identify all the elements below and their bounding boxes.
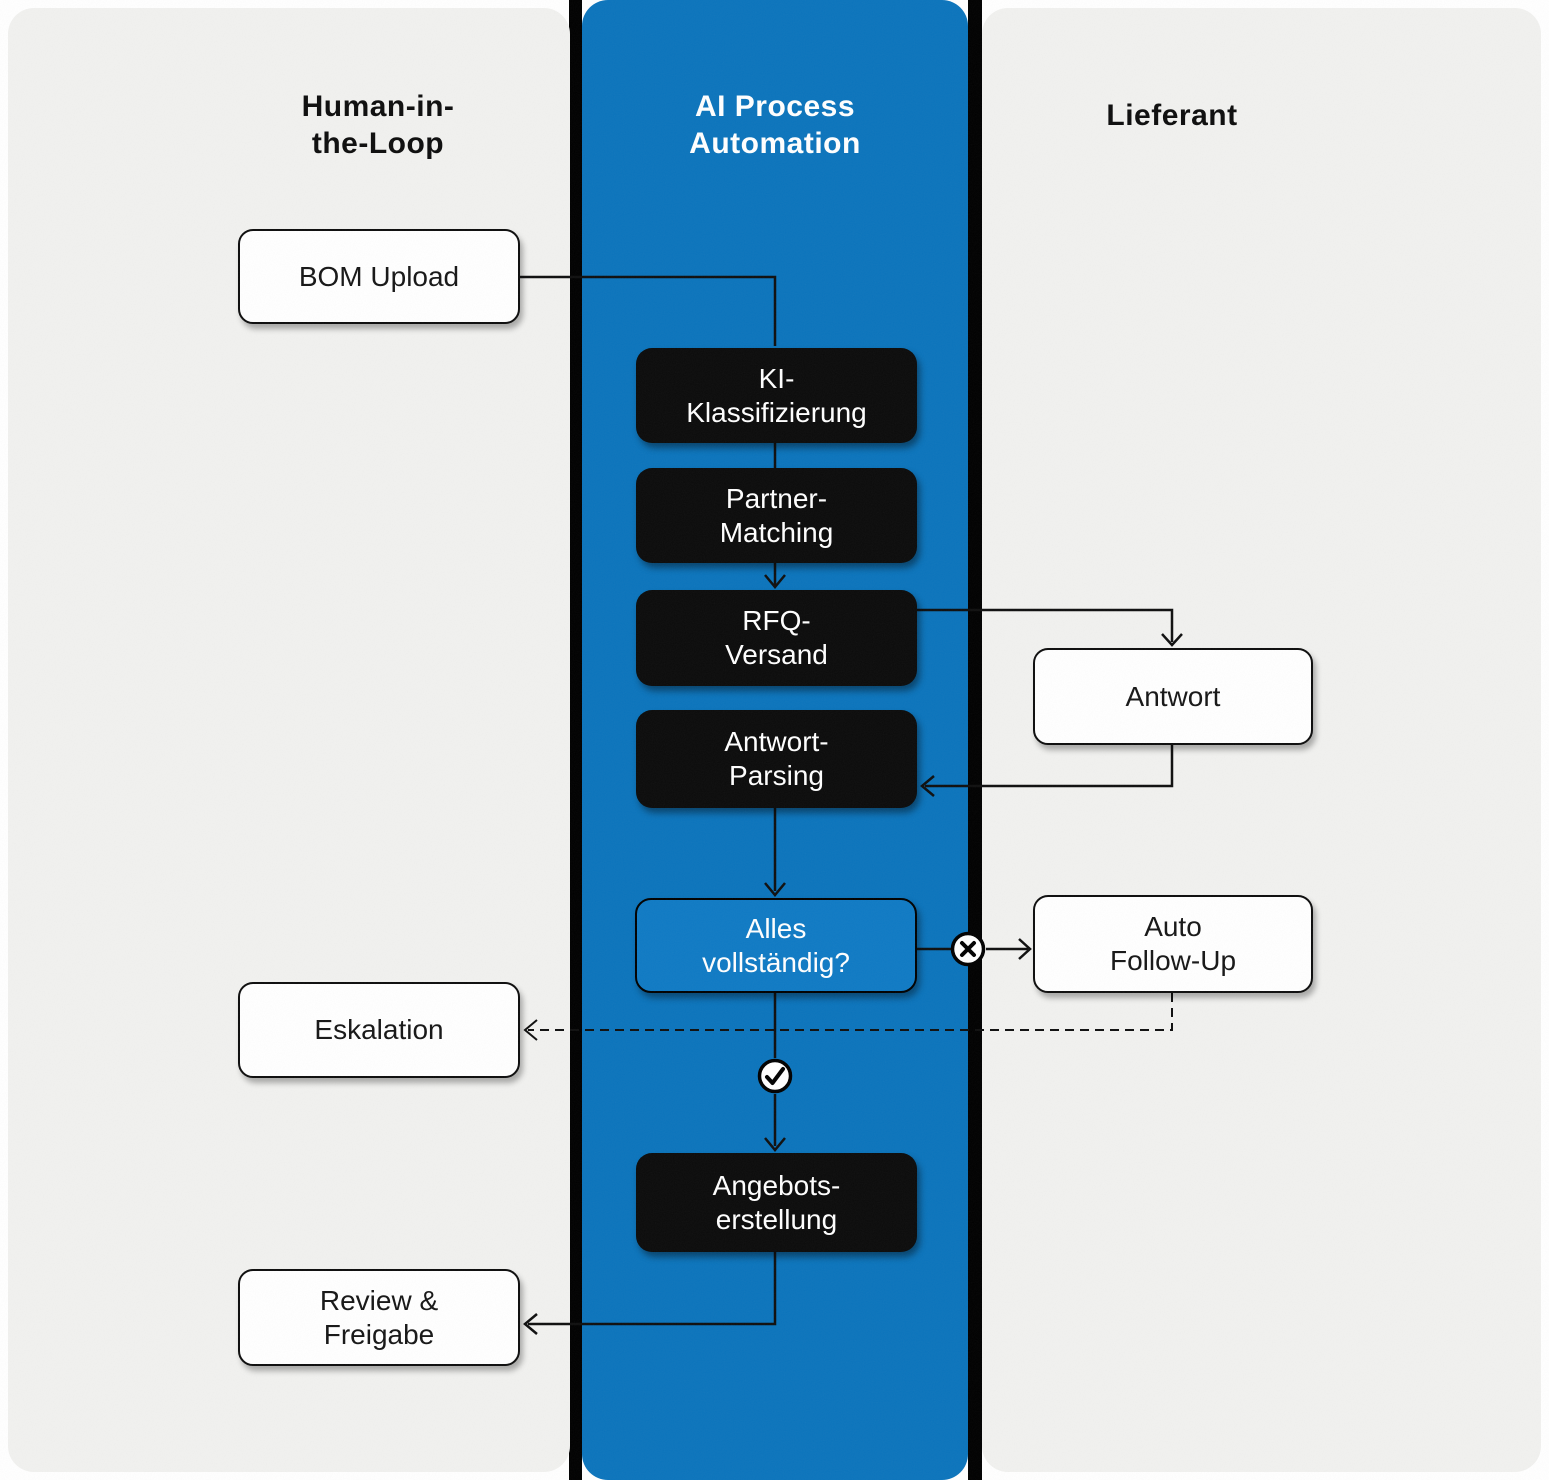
lane-title-lieferant: Lieferant xyxy=(1106,99,1238,132)
node-eskalation: Eskalation xyxy=(238,982,520,1078)
node-angebotserstellung-label: Angebots- erstellung xyxy=(712,1169,841,1235)
node-partner-matching-label: Partner- Matching xyxy=(719,482,834,548)
node-antwort-label: Antwort xyxy=(1125,680,1221,712)
lane-human-in-the-loop xyxy=(8,8,570,1472)
node-eskalation-label: Eskalation xyxy=(314,1014,444,1045)
node-auto-follow-up-label: Auto Follow-Up xyxy=(1109,911,1237,976)
lane-title-human-in-the-loop: Human-in- the-Loop xyxy=(301,90,455,160)
node-angebotserstellung: Angebots- erstellung xyxy=(636,1153,917,1252)
node-rfq-versand: RFQ- Versand xyxy=(636,590,917,686)
node-ki-klassifizierung: KI- Klassifizierung xyxy=(636,348,917,443)
node-bom-upload: BOM Upload xyxy=(238,229,520,324)
node-auto-follow-up: Auto Follow-Up xyxy=(1033,895,1313,993)
lane-separator-left xyxy=(569,0,582,1480)
node-bom-upload-label: BOM Upload xyxy=(298,260,460,292)
node-antwort: Antwort xyxy=(1033,648,1313,745)
node-review-freigabe: Review & Freigabe xyxy=(238,1269,520,1366)
lane-separator-right xyxy=(968,0,982,1480)
node-antwort-parsing-label: Antwort- Parsing xyxy=(724,726,829,791)
node-partner-matching: Partner- Matching xyxy=(636,468,917,563)
node-alles-vollstaendig-label: Alles vollständig? xyxy=(702,912,850,978)
node-alles-vollstaendig-decision: Alles vollständig? xyxy=(635,898,917,993)
lane-title-ai-process-automation: AI Process Automation xyxy=(689,90,861,160)
node-rfq-versand-label: RFQ- Versand xyxy=(725,605,828,670)
node-antwort-parsing: Antwort- Parsing xyxy=(636,710,917,808)
node-review-freigabe-label: Review & Freigabe xyxy=(319,1284,439,1350)
node-ki-klassifizierung-label: KI- Klassifizierung xyxy=(686,362,867,428)
